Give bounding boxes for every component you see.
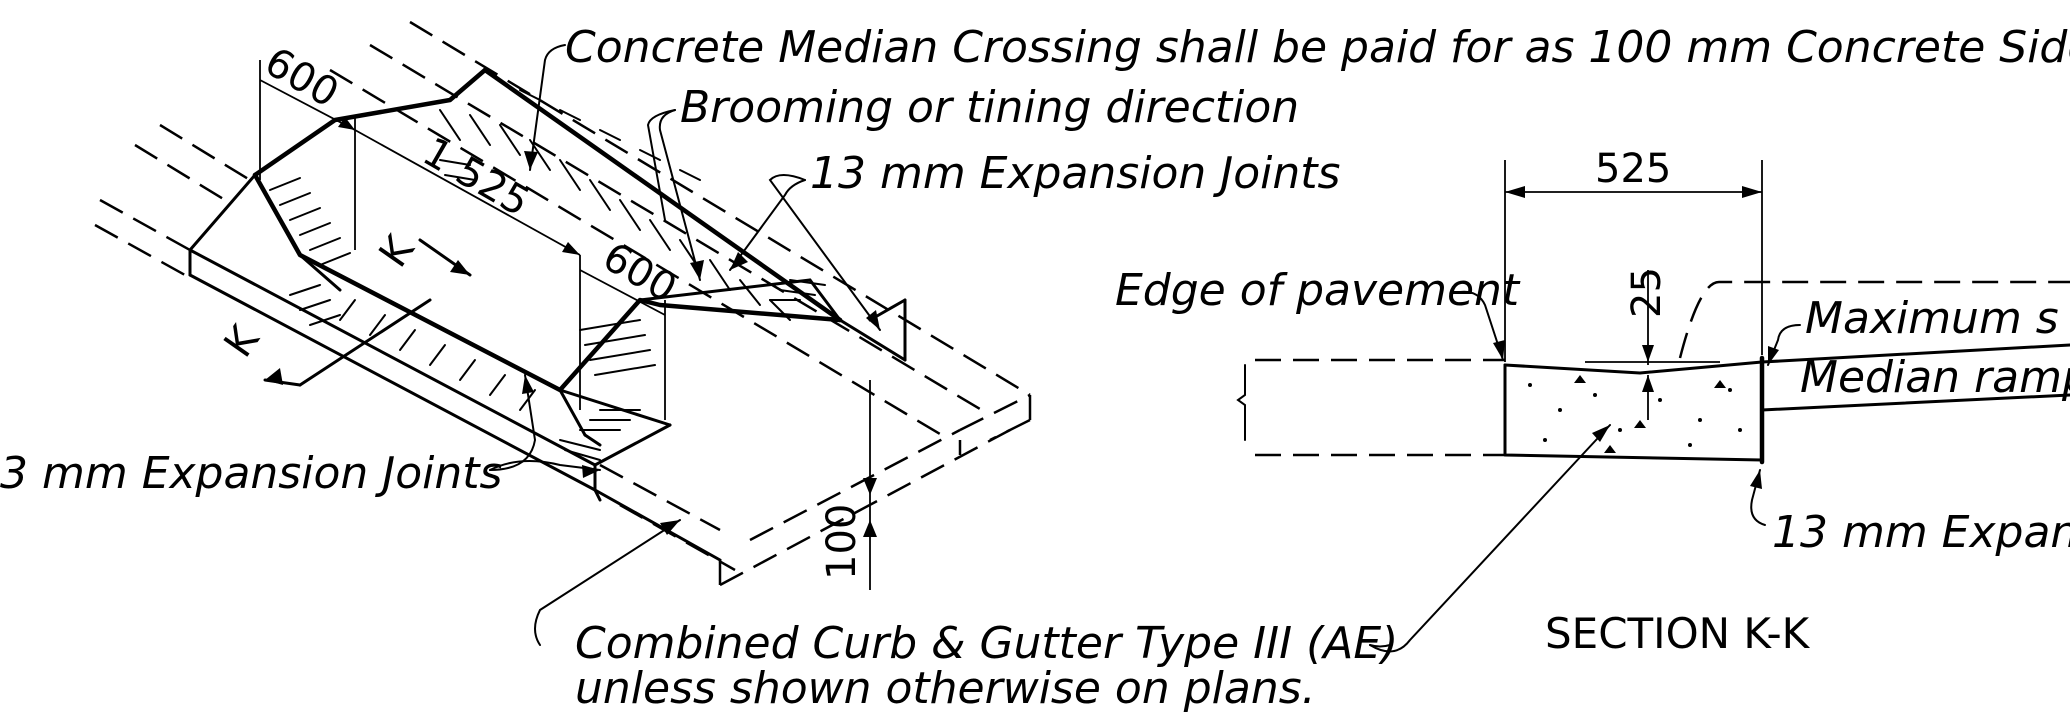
dim-1525: 1 525 [415, 129, 537, 226]
note-brooming: Brooming or tining direction [680, 82, 1299, 133]
label-maximum: Maximum s [1805, 293, 2059, 344]
section-mark-upper: K [371, 226, 472, 277]
section-k-k-view: 525 25 [1236, 146, 2070, 653]
slope-hatching [269, 89, 826, 461]
note-payment: Concrete Median Crossing shall be paid f… [565, 22, 2070, 73]
label-median-ramp: Median ramp. [1800, 352, 2070, 403]
svg-text:K: K [371, 226, 425, 275]
note-expansion-joints-top: 13 mm Expansion Joints [810, 148, 1340, 199]
isometric-median-crossing: 600 1 525 600 100 K K [94, 20, 1032, 646]
dim-525: 525 [1595, 146, 1671, 192]
label-expansion-joint-section: 13 mm Expans [1772, 507, 2070, 558]
svg-text:K: K [216, 316, 270, 365]
note-expansion-joints-left: 3 mm Expansion Joints [0, 448, 502, 499]
label-edge-of-pavement: Edge of pavement [1115, 265, 1521, 316]
section-title: SECTION K-K [1545, 609, 1811, 658]
dim-100: 100 [819, 504, 865, 580]
section-mark-lower: K [216, 298, 432, 387]
dim-25: 25 [1624, 267, 1670, 318]
concrete-aggregate [1528, 375, 1742, 453]
dim-600-left: 600 [257, 39, 346, 117]
note-curb-line2: unless shown otherwise on plans. [575, 663, 1316, 714]
note-curb-line1: Combined Curb & Gutter Type III (AE) [575, 618, 1398, 669]
